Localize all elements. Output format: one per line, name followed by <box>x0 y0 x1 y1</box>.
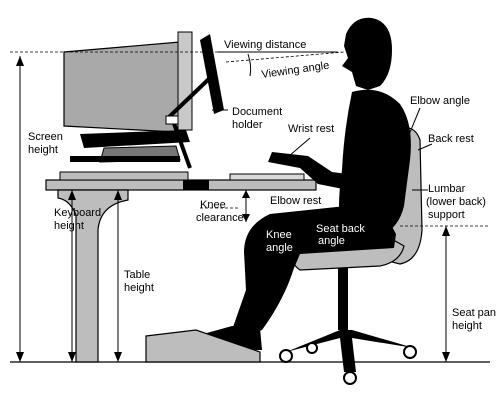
viewing-angle-arc <box>247 53 252 77</box>
label-keyboard-height-1: Keyboard <box>54 207 101 219</box>
keyboard-tray <box>59 171 189 181</box>
document-holder <box>165 34 224 169</box>
label-seat-back-angle-1: Seat back <box>316 223 365 235</box>
label-viewing-distance: Viewing distance <box>224 39 306 51</box>
person-leg <box>232 206 396 336</box>
label-elbow-rest: Elbow rest <box>270 195 321 207</box>
footrest <box>145 329 261 363</box>
arrow-up-icon <box>114 190 122 200</box>
label-lumbar-2: (lower back) <box>426 196 486 208</box>
back-rest-leader <box>417 143 433 151</box>
person-silhouette <box>191 17 411 350</box>
label-keyboard-height-2: height <box>54 220 84 232</box>
chair-caster <box>343 371 357 385</box>
arrow-down-icon <box>16 352 24 362</box>
desk-clamp <box>183 180 209 190</box>
document-holder-pole <box>170 117 192 169</box>
label-screen-height-2: height <box>28 144 58 156</box>
label-lumbar-3: support <box>428 209 465 221</box>
arrow-up-icon <box>242 190 250 198</box>
label-table-height-1: Table <box>124 269 150 281</box>
label-seat-pan-height-2: height <box>452 320 482 332</box>
label-knee-clearance-1: Knee <box>200 199 226 211</box>
label-back-rest: Back rest <box>428 133 474 145</box>
monitor-base <box>80 130 190 148</box>
elbow-angle-leader <box>391 107 421 177</box>
label-seat-back-angle-2: angle <box>318 235 345 247</box>
desk-top <box>45 179 317 191</box>
document-holder-arm <box>166 74 214 120</box>
label-knee-angle-1: Knee <box>266 229 292 241</box>
label-screen-height-1: Screen <box>28 131 63 143</box>
monitor-stand-foot <box>70 156 180 162</box>
desk <box>45 171 317 363</box>
label-elbow-angle: Elbow angle <box>410 95 470 107</box>
label-table-height-2: height <box>124 282 154 294</box>
chair-column <box>338 268 348 330</box>
label-knee-angle-2: angle <box>266 242 293 254</box>
keyboard <box>229 173 305 181</box>
arrow-down-icon <box>68 352 76 362</box>
chair-caster <box>306 342 318 354</box>
arrow-down-icon <box>114 352 122 362</box>
chair-base <box>286 330 414 372</box>
arrow-up-icon <box>442 226 450 236</box>
label-document-holder-1: Document <box>232 106 282 118</box>
arrow-down-icon <box>242 214 250 222</box>
label-wrist-rest: Wrist rest <box>288 123 334 135</box>
arrow-up-icon <box>16 56 24 66</box>
arrow-up-icon <box>68 190 76 200</box>
label-viewing-angle: Viewing angle <box>261 60 330 81</box>
person-arm <box>268 104 394 192</box>
chair-caster <box>279 349 293 363</box>
document-holder-joint <box>165 115 179 125</box>
desk-leg <box>57 189 129 363</box>
label-knee-clearance-2: clearance <box>196 212 244 224</box>
person-head <box>342 17 392 90</box>
chair-caster <box>403 345 417 359</box>
monitor-bezel <box>177 31 193 131</box>
monitor <box>63 31 193 163</box>
label-lumbar-1: Lumbar <box>428 183 466 195</box>
document-holder-panel <box>200 34 224 114</box>
label-seat-pan-height-1: Seat pan <box>452 307 496 319</box>
wrist-rest-leader <box>281 137 311 163</box>
label-document-holder-2: holder <box>232 119 263 131</box>
arrow-down-icon <box>442 352 450 362</box>
